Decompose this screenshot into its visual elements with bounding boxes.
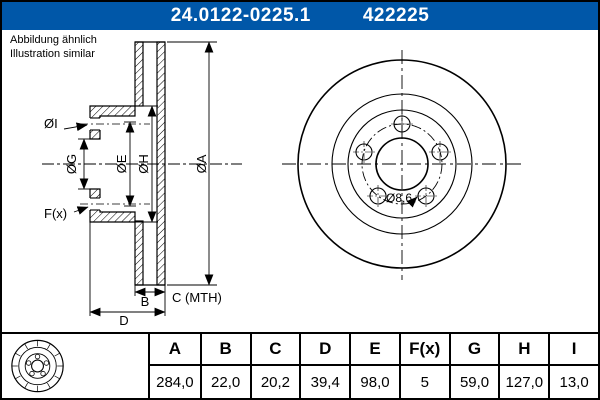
section-centerlines <box>42 123 242 205</box>
table-value-b: 22,0 <box>199 366 250 398</box>
bottom-strip: A B C D E F(x) G H I 284,0 22,0 20,2 39,… <box>2 332 598 398</box>
table-header-h: H <box>498 334 549 366</box>
dimension-table: A B C D E F(x) G H I 284,0 22,0 20,2 39,… <box>150 334 598 398</box>
table-value-h: 127,0 <box>498 366 548 398</box>
table-value-fx: 5 <box>398 366 449 398</box>
label-b: B <box>141 294 150 309</box>
front-centerlines <box>282 50 524 280</box>
thumbnail-bolt-holes <box>25 353 50 377</box>
table-header-e: E <box>349 334 399 366</box>
table-header-d: D <box>299 334 350 366</box>
label-c-mth: C (MTH) <box>172 290 222 305</box>
bolt-hole-centermarks <box>353 113 451 207</box>
label-f-x: F(x) <box>44 206 67 221</box>
table-value-e: 98,0 <box>349 366 399 398</box>
table-value-d: 39,4 <box>299 366 349 398</box>
front-view <box>282 50 524 280</box>
catalog-number: 422225 <box>362 5 430 26</box>
section-dimensions <box>63 41 217 317</box>
header-bar: 24.0122-0225.1 422225 <box>2 2 598 30</box>
thumbnail-drawing <box>11 339 64 393</box>
table-header-c: C <box>249 334 300 366</box>
similarity-note: Abbildung ähnlich Illustration similar <box>10 34 97 62</box>
label-dia-h: ØH <box>136 154 151 174</box>
table-header-fx: F(x) <box>398 334 449 366</box>
note-line-de: Abbildung ähnlich <box>10 34 97 46</box>
table-header-i: I <box>548 334 598 366</box>
table-header-b: B <box>199 334 250 366</box>
note-line-en: Illustration similar <box>10 47 95 60</box>
brake-disc-drawing: ØI ØG ØE ØH ØA F(x) B C (MTH) D <box>42 41 524 328</box>
table-header-g: G <box>448 334 499 366</box>
part-number: 24.0122-0225.1 <box>170 5 311 26</box>
label-dia-e: ØE <box>114 154 129 173</box>
table-value-g: 59,0 <box>448 366 499 398</box>
label-dia-a: ØA <box>194 154 209 173</box>
table-value-i: 13,0 <box>548 366 598 398</box>
table-value-a: 284,0 <box>156 373 194 391</box>
brake-disc-thumbnail <box>2 334 150 398</box>
label-dia-i: ØI <box>44 116 58 131</box>
section-view <box>89 41 166 286</box>
label-dia-g: ØG <box>64 154 79 174</box>
thumbnail-shading <box>11 340 64 392</box>
label-d: D <box>119 313 128 328</box>
table-header-a: A <box>150 334 200 366</box>
table-value-c: 20,2 <box>249 366 300 398</box>
label-bolt-hole-dia: Ø8,6 <box>386 191 412 205</box>
